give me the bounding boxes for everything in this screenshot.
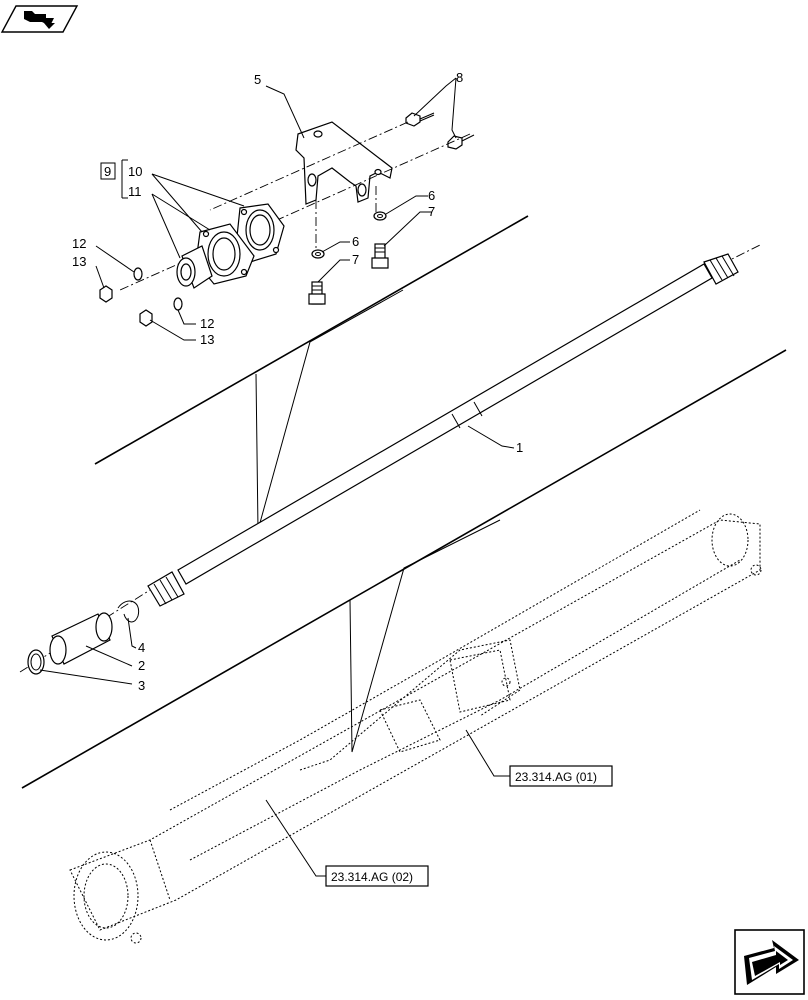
detail-pointers — [255, 289, 501, 753]
callout-12-lower: 12 — [200, 316, 214, 331]
callout-labels: 1 2 3 4 5 6 6 7 7 8 9 10 11 12 13 12 13 — [72, 70, 523, 693]
next-page-arrow-icon[interactable] — [734, 929, 805, 995]
snap-ring-4 — [117, 600, 140, 623]
callout-5: 5 — [254, 72, 261, 87]
leader-lines — [39, 77, 515, 877]
bolt-7-right — [371, 243, 389, 269]
book-arrow-icon[interactable] — [0, 5, 79, 33]
washer-12-upper — [133, 267, 143, 281]
reference-link-01[interactable]: 23.314.AG (01) — [509, 765, 613, 787]
callout-9-box — [100, 162, 116, 180]
drive-shaft — [147, 253, 739, 607]
bracket-part — [295, 121, 393, 205]
callout-6-left: 6 — [352, 234, 359, 249]
flange-housing-11 — [195, 223, 255, 285]
callout-8: 8 — [456, 70, 463, 85]
callout-7-left: 7 — [352, 252, 359, 267]
reference-label-02: 23.314.AG (02) — [331, 870, 413, 884]
callout-3: 3 — [138, 678, 145, 693]
reference-label-01: 23.314.AG (01) — [515, 770, 597, 784]
ring-3 — [27, 649, 45, 675]
reference-link-02[interactable]: 23.314.AG (02) — [325, 865, 429, 887]
bolt-upper — [405, 112, 435, 127]
callout-6-right: 6 — [428, 188, 435, 203]
callout-7-right: 7 — [428, 204, 435, 219]
callout-10: 10 — [128, 164, 142, 179]
bearing-part — [176, 245, 213, 289]
callout-2: 2 — [138, 658, 145, 673]
nut-13-upper — [99, 285, 113, 303]
center-lines — [19, 121, 763, 673]
bolt-7-left — [308, 281, 326, 305]
washer-12-lower — [173, 297, 183, 311]
sleeve-2 — [49, 612, 113, 665]
callout-1: 1 — [516, 440, 523, 455]
nut-13-lower — [139, 309, 153, 327]
axle-housing-reference — [69, 509, 762, 944]
callout-12-upper: 12 — [72, 236, 86, 251]
callout-4: 4 — [138, 640, 145, 655]
washer-6-right — [373, 211, 387, 221]
callout-9: 9 — [104, 164, 111, 179]
callout-13-lower: 13 — [200, 332, 214, 347]
callout-13-upper: 13 — [72, 254, 86, 269]
callout-11: 11 — [128, 184, 142, 199]
washer-6-left — [311, 249, 325, 259]
